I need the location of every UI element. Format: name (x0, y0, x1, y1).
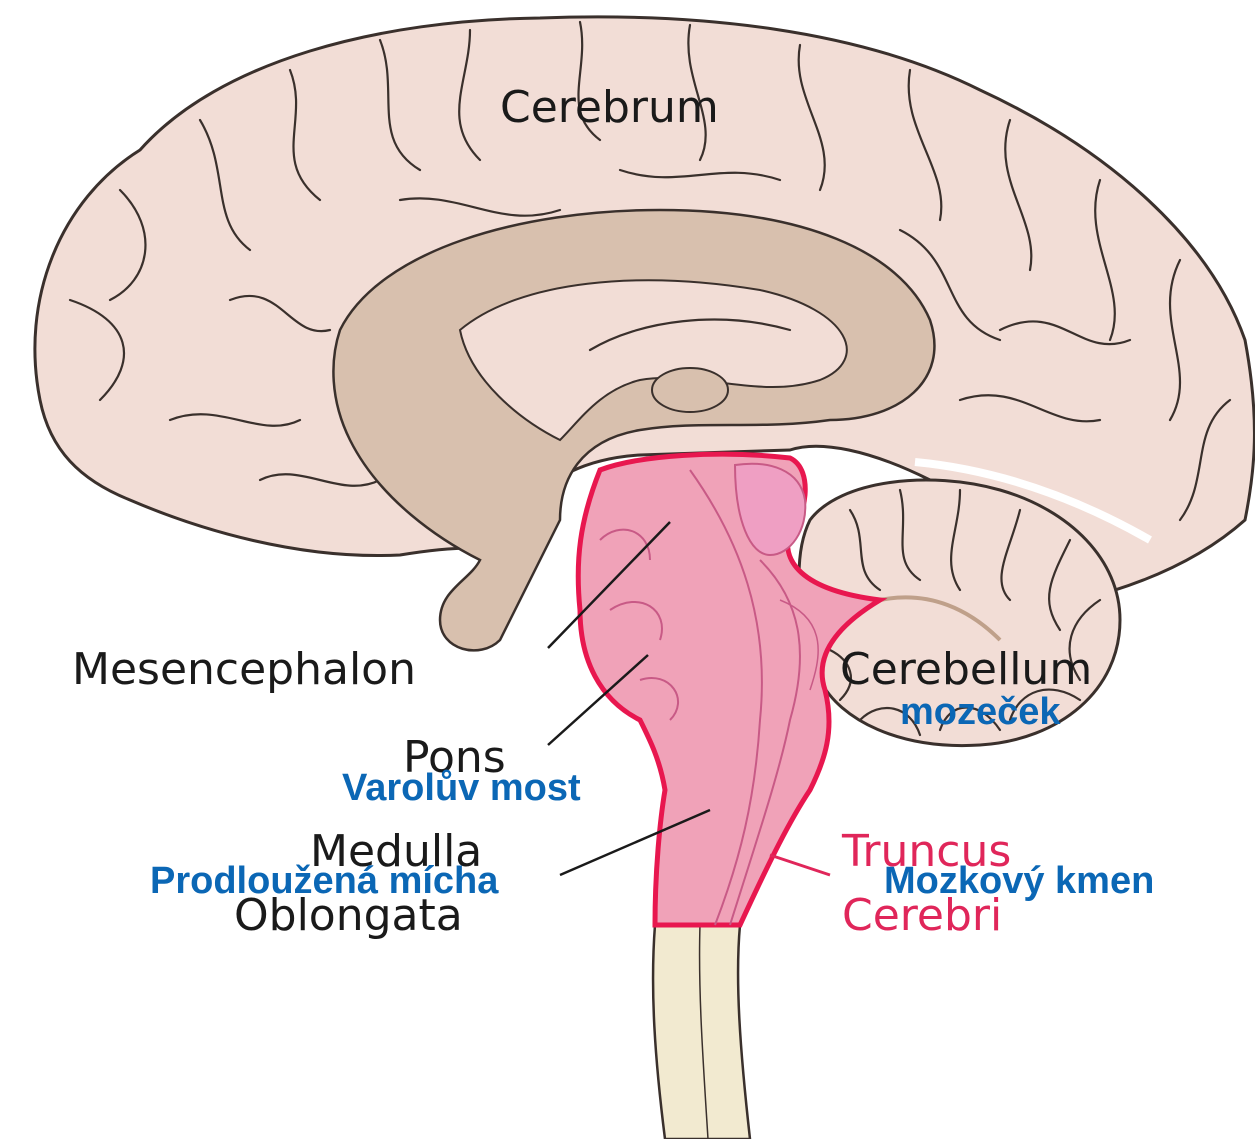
label-cerebellum-cz: mozeček (900, 691, 1061, 733)
truncus-pointer (770, 855, 830, 875)
label-mesencephalon: Mesencephalon (72, 644, 416, 695)
label-cerebrum: Cerebrum (500, 82, 719, 133)
label-truncus-cz: Mozkový kmen (884, 860, 1154, 902)
label-cerebellum: Cerebellum (840, 644, 1092, 695)
label-pons-cz: Varolův most (342, 767, 581, 809)
label-medulla-cz: Prodloužená mícha (150, 860, 499, 902)
thalamus-oval (652, 368, 728, 412)
